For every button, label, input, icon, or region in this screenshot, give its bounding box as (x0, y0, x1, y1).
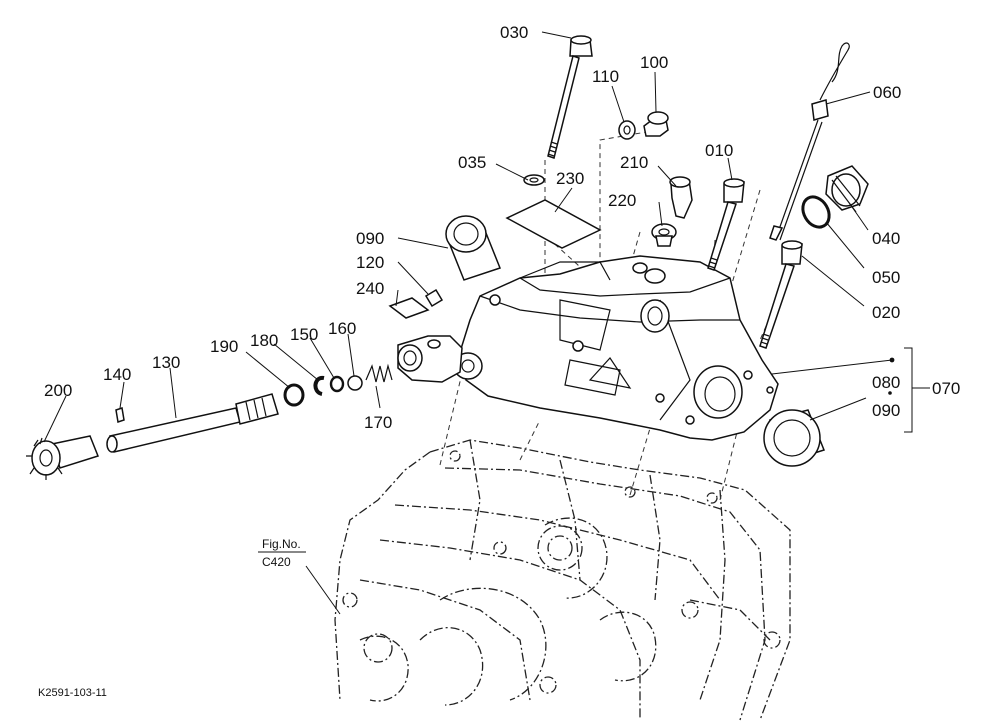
callout-150: 150 (290, 325, 318, 344)
key-240 (388, 297, 430, 319)
callout-240: 240 (356, 279, 384, 298)
ball-160 (347, 375, 363, 391)
pin-120 (424, 288, 444, 308)
callout-130: 130 (152, 353, 180, 372)
callout-180: 180 (250, 331, 278, 350)
o-ring-050 (801, 195, 831, 229)
leader-lines (43, 31, 893, 615)
callout-010: 010 (705, 141, 733, 160)
callout-030: 030 (500, 23, 528, 42)
callout-050: 050 (872, 268, 900, 287)
callout-110: 110 (592, 67, 619, 86)
callout-140: 140 (103, 365, 131, 384)
callout-090-upper: 090 (356, 229, 384, 248)
bushing-090-lower (763, 409, 825, 467)
callout-170: 170 (364, 413, 392, 432)
callout-190: 190 (210, 337, 238, 356)
assembly-bracket-070 (888, 347, 930, 433)
callout-040: 040 (872, 229, 900, 248)
plug-100 (643, 111, 669, 137)
figure-reference: Fig.No. C420 (258, 537, 306, 569)
bolt-020 (759, 240, 803, 349)
callout-090-lower: 090 (872, 401, 900, 420)
callout-200: 200 (44, 381, 72, 400)
washer-035 (523, 174, 545, 186)
plate-230 (505, 199, 602, 249)
pin-140 (115, 407, 125, 423)
ring-150 (329, 375, 345, 393)
callout-230: 230 (556, 169, 584, 188)
washer-220 (651, 223, 677, 247)
bolt-030 (547, 35, 593, 159)
cap-040 (825, 165, 869, 213)
shaft-130 (106, 393, 279, 453)
callout-060: 060 (873, 83, 901, 102)
ring-190 (283, 383, 305, 407)
callout-080: 080 (872, 373, 900, 392)
callout-120: 120 (356, 253, 384, 272)
dipstick-060 (769, 42, 850, 241)
callout-220: 220 (608, 191, 636, 210)
callout-100: 100 (640, 53, 668, 72)
callout-210: 210 (620, 153, 648, 172)
washer-110 (618, 120, 636, 140)
figure-ref-line2: C420 (262, 555, 291, 569)
cover-housing (397, 255, 779, 441)
callout-labels: 030 110 100 060 035 230 210 010 220 040 … (44, 23, 960, 432)
callout-160: 160 (328, 319, 356, 338)
drawing-code: K2591-103-11 (38, 687, 107, 699)
callout-070: 070 (932, 379, 960, 398)
gear-200 (26, 435, 99, 480)
transmission-case-outline (334, 439, 791, 721)
callout-035: 035 (458, 153, 486, 172)
figure-ref-line1: Fig.No. (262, 537, 301, 551)
spring-170 (365, 363, 393, 383)
bushing-090-upper (445, 215, 501, 281)
callout-020: 020 (872, 303, 900, 322)
bolt-010 (707, 178, 745, 271)
snap-ring-180 (313, 375, 325, 396)
